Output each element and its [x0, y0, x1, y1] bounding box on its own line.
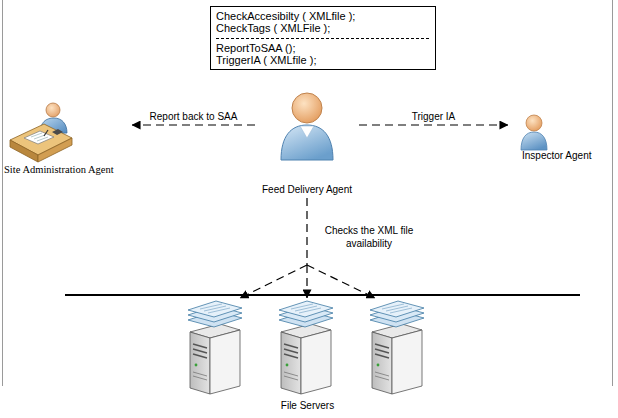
- dashed-separator: [216, 38, 429, 39]
- agent-node: Inspector Agent: [508, 112, 600, 164]
- agent-name: Inspector Agent: [522, 150, 592, 162]
- code-box: CheckAccesibilty ( XMLfile );CheckTags (…: [210, 6, 436, 70]
- agent-node: Feed Delivery Agent: [255, 88, 359, 198]
- code-line: ReportToSAA ();: [216, 42, 429, 54]
- agent-node: Site Administration Agent: [4, 98, 132, 178]
- dashed-line: [359, 124, 508, 125]
- frame-line: [2, 0, 3, 386]
- code-line: CheckTags ( XMLFile );: [216, 22, 429, 34]
- dashed-line: [307, 265, 375, 298]
- agent-person-icon: [255, 88, 359, 168]
- network-bus: [65, 294, 580, 296]
- agent-name: Feed Delivery Agent: [255, 184, 359, 196]
- dashed-line: [306, 265, 307, 298]
- file-server-icons: [175, 298, 440, 400]
- server-group: File Servers: [175, 298, 440, 414]
- dashed-line: [240, 265, 307, 298]
- admin-desk-icon: [4, 98, 132, 164]
- edge-label: Checks the XML file availability: [313, 224, 425, 250]
- dashed-connector: [132, 125, 255, 126]
- group-label: File Servers: [175, 400, 440, 412]
- dashed-connector: [359, 125, 508, 126]
- agent-person-icon: [508, 112, 600, 152]
- dashed-line: [306, 198, 307, 265]
- edge-label: Report back to SAA: [150, 110, 238, 123]
- agent-name: Site Administration Agent: [4, 164, 114, 176]
- edge-label: Trigger IA: [412, 110, 456, 123]
- code-line: CheckAccesibilty ( XMLfile );: [216, 10, 429, 22]
- code-line: TriggerIA ( XMLfile );: [216, 54, 429, 66]
- dashed-line: [132, 124, 255, 125]
- frame-line: [612, 0, 613, 386]
